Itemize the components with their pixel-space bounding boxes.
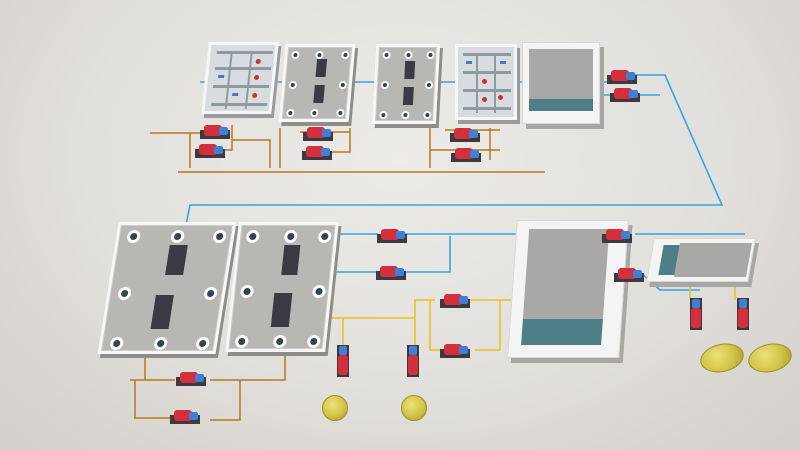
pump-top-1[interactable] <box>200 125 230 139</box>
storage-tank-3[interactable] <box>646 238 756 282</box>
pump-top-4[interactable] <box>302 146 332 160</box>
drain-line-a <box>150 125 271 168</box>
heat-exchanger-4[interactable] <box>225 222 339 352</box>
pump-vertical-4[interactable] <box>735 298 751 330</box>
heat-exchanger-3[interactable] <box>97 222 237 354</box>
vessel-2[interactable] <box>401 395 427 421</box>
pump-top-7[interactable] <box>607 70 637 84</box>
storage-tank-1[interactable] <box>522 42 600 124</box>
filter-rack-1[interactable] <box>201 42 279 114</box>
pump-right-2[interactable] <box>614 268 644 282</box>
pump-top-2[interactable] <box>195 144 225 158</box>
pump-top-5[interactable] <box>450 128 480 142</box>
vessel-1[interactable] <box>322 395 348 421</box>
pump-vertical-2[interactable] <box>405 345 421 377</box>
heat-exchanger-2[interactable] <box>371 44 441 124</box>
pump-vertical-1[interactable] <box>335 345 351 377</box>
pump-mid-1[interactable] <box>377 229 407 243</box>
pump-right-1[interactable] <box>602 229 632 243</box>
heat-exchanger-1[interactable] <box>278 44 356 122</box>
pump-top-8[interactable] <box>610 88 640 102</box>
drain-line-bottom <box>130 352 286 421</box>
water-line-mid-2 <box>335 236 451 273</box>
pump-bottom-1[interactable] <box>176 372 206 386</box>
pump-top-3[interactable] <box>303 127 333 141</box>
yellow-line-main <box>330 299 520 350</box>
drain-lines <box>130 120 545 421</box>
yellow-line-loop <box>429 300 501 351</box>
pump-bottom-2[interactable] <box>170 410 200 424</box>
pump-top-6[interactable] <box>451 148 481 162</box>
pump-mid-4[interactable] <box>440 344 470 358</box>
pump-mid-3[interactable] <box>440 294 470 308</box>
filter-rack-2[interactable] <box>455 44 517 120</box>
pump-vertical-3[interactable] <box>688 298 704 330</box>
pump-mid-2[interactable] <box>376 266 406 280</box>
